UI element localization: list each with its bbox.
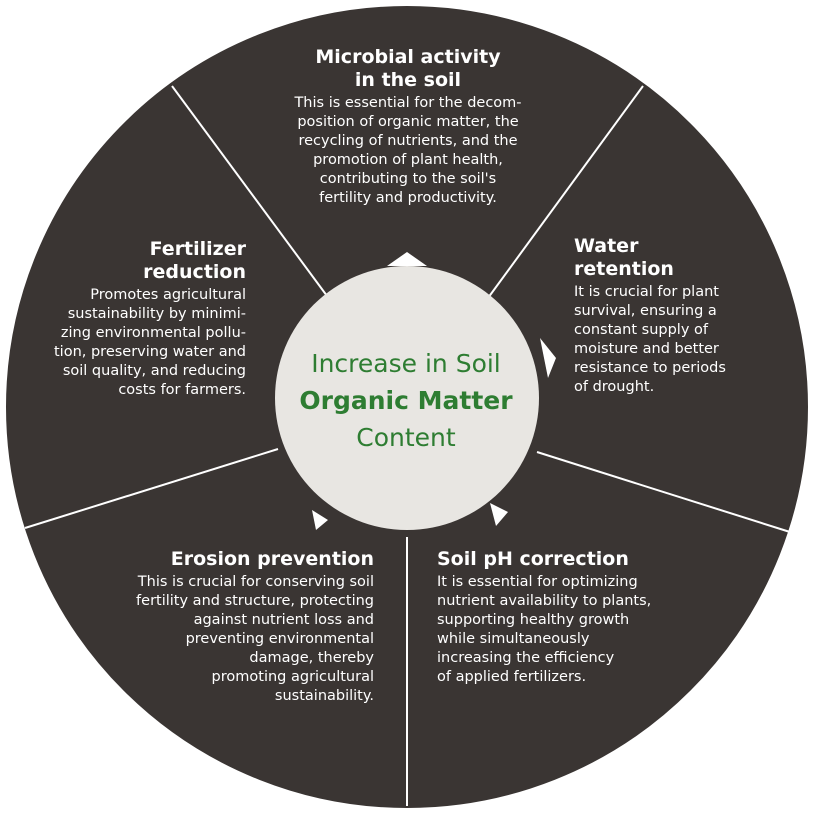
text-line: Promotes agricultural xyxy=(90,287,246,303)
segment-title: Water retention xyxy=(574,235,774,281)
text-line: fertility and productivity. xyxy=(319,190,497,206)
divider-line xyxy=(24,448,279,529)
text-line: It is crucial for plant xyxy=(574,284,719,300)
title-line: Erosion prevention xyxy=(170,548,374,570)
arrow-marker xyxy=(540,338,556,378)
arrow-marker xyxy=(312,510,328,530)
text-line: of applied fertilizers. xyxy=(437,669,587,685)
segment-description: It is essential for optimizing nutrient … xyxy=(437,573,737,687)
segment-water-retention: Water retention It is crucial for plant … xyxy=(574,235,774,397)
segment-title: Fertilizer reduction xyxy=(14,238,246,284)
segment-description: It is crucial for plant survival, ensuri… xyxy=(574,283,774,397)
segment-title: Erosion prevention xyxy=(64,548,374,571)
text-line: resistance to periods xyxy=(574,360,726,376)
divider-line xyxy=(171,85,331,301)
text-line: This is crucial for conserving soil xyxy=(137,574,374,590)
text-line: soil quality, and reducing xyxy=(62,363,246,379)
text-line: This is essential for the decom- xyxy=(294,95,522,111)
segment-erosion-prevention: Erosion prevention This is crucial for c… xyxy=(64,548,374,706)
text-line: recycling of nutrients, and the xyxy=(298,133,518,149)
text-line: moisture and better xyxy=(574,341,719,357)
segment-title: Microbial activity in the soil xyxy=(238,46,578,92)
text-line: preventing environmental xyxy=(185,631,374,647)
text-line: promotion of plant health, xyxy=(313,152,503,168)
text-line: zing environmental pollu- xyxy=(60,325,246,341)
text-line: sustainability by minimi- xyxy=(67,306,246,322)
title-line: retention xyxy=(574,258,674,280)
text-line: contributing to the soil's xyxy=(319,171,497,187)
title-line: in the soil xyxy=(354,69,462,91)
center-line-3: Content xyxy=(356,423,456,452)
center-line-1: Increase in Soil xyxy=(311,349,501,378)
title-line: Water xyxy=(574,235,639,257)
arrow-marker xyxy=(490,503,508,526)
segment-description: This is essential for the decom- positio… xyxy=(238,94,578,208)
segment-soil-ph-correction: Soil pH correction It is essential for o… xyxy=(437,548,737,687)
text-line: It is essential for optimizing xyxy=(437,574,638,590)
divider-line xyxy=(487,85,644,299)
title-line: Fertilizer xyxy=(149,238,246,260)
text-line: damage, thereby xyxy=(249,650,374,666)
text-line: against nutrient loss and xyxy=(193,612,374,628)
text-line: supporting healthy growth xyxy=(437,612,630,628)
text-line: survival, ensuring a xyxy=(574,303,717,319)
text-line: fertility and structure, protecting xyxy=(136,593,374,609)
arrow-marker xyxy=(387,252,427,266)
text-line: tion, preserving water and xyxy=(53,344,246,360)
title-line: reduction xyxy=(143,261,246,283)
segment-description: Promotes agricultural sustainability by … xyxy=(14,286,246,400)
segment-description: This is crucial for conserving soil fert… xyxy=(64,573,374,706)
text-line: nutrient availability to plants, xyxy=(437,593,652,609)
segment-fertilizer-reduction: Fertilizer reduction Promotes agricultur… xyxy=(14,238,246,400)
title-line: Soil pH correction xyxy=(437,548,629,570)
text-line: promoting agricultural xyxy=(211,669,374,685)
center-line-2: Organic Matter xyxy=(299,386,513,415)
divider-line xyxy=(536,451,791,533)
text-line: position of organic matter, the xyxy=(297,114,519,130)
text-line: increasing the efficiency xyxy=(437,650,615,666)
text-line: sustainability. xyxy=(274,688,374,704)
segment-microbial-activity: Microbial activity in the soil This is e… xyxy=(238,46,578,208)
text-line: costs for farmers. xyxy=(118,382,246,398)
text-line: while simultaneously xyxy=(437,631,590,647)
title-line: Microbial activity xyxy=(315,46,501,68)
text-line: of drought. xyxy=(574,379,655,395)
segment-title: Soil pH correction xyxy=(437,548,737,571)
text-line: constant supply of xyxy=(574,322,708,338)
center-label: Increase in Soil Organic Matter Content xyxy=(280,345,532,456)
center-circle xyxy=(275,266,539,530)
